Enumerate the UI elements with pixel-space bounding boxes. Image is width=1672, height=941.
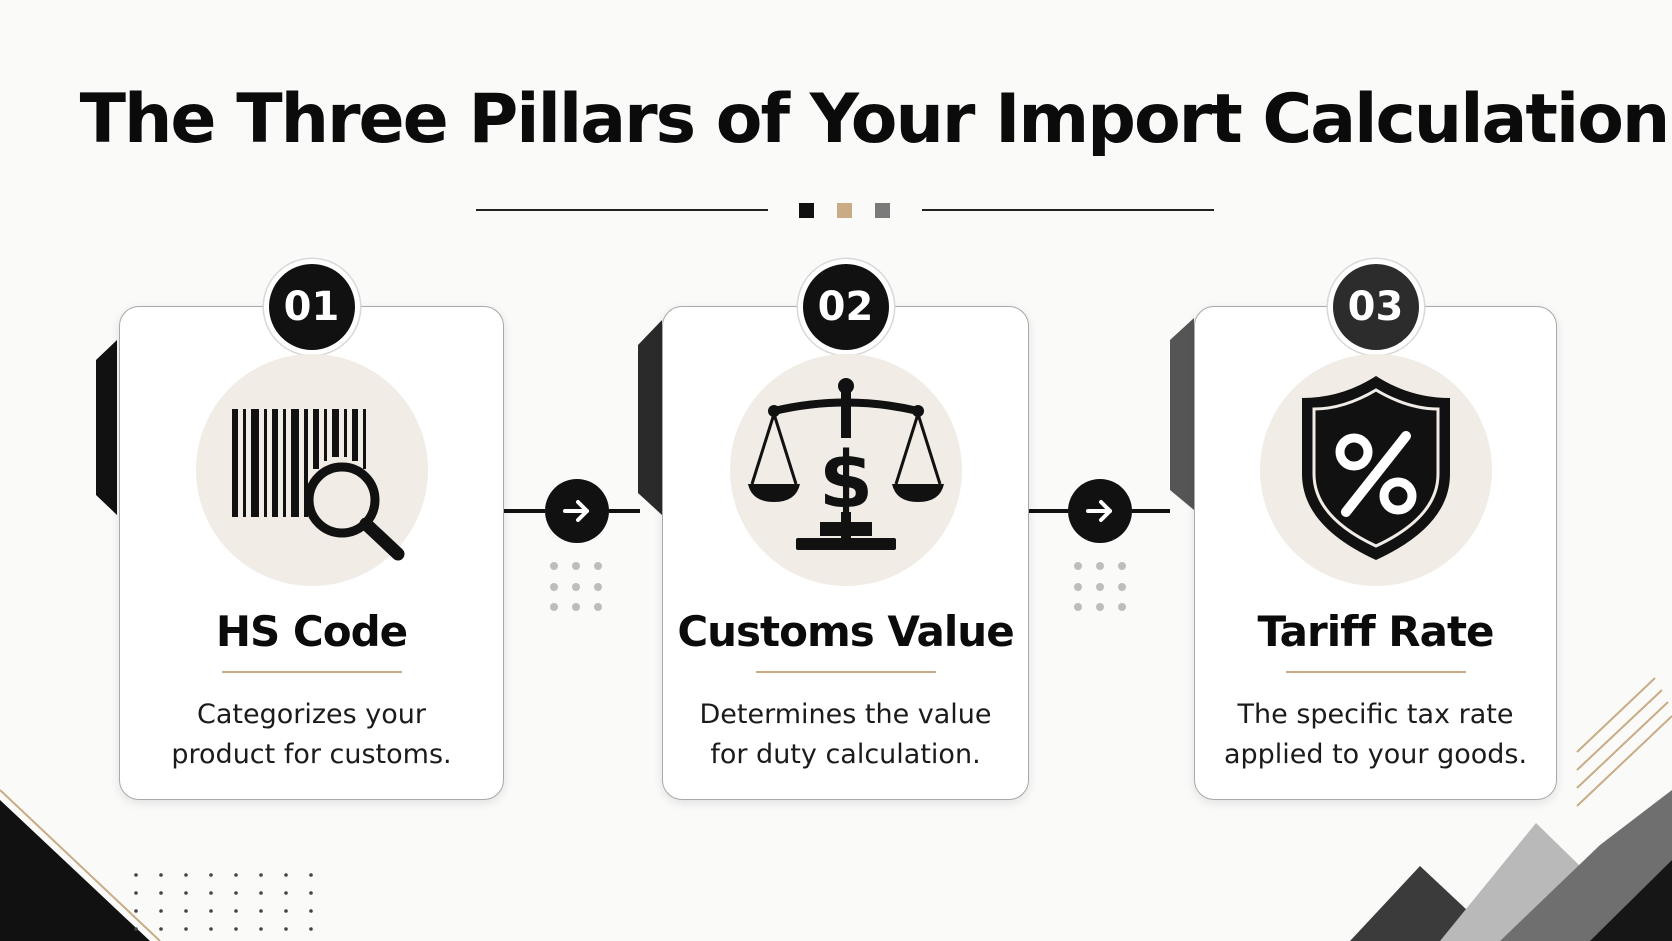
scales-dollar-icon: $ [747, 378, 944, 550]
description-line-1: Categorizes your [197, 699, 426, 730]
description-line-2: applied to your goods. [1223, 739, 1528, 770]
description-line-1: Determines the value [699, 699, 992, 730]
corner-line-left [0, 789, 161, 941]
icon-backdrop: $ [729, 354, 962, 586]
icon-backdrop [195, 354, 428, 586]
arrow-right-icon [1086, 500, 1112, 522]
corner-shape-light [1440, 823, 1580, 941]
header-square-black [799, 203, 814, 218]
step-badge-02: 02 [797, 259, 894, 355]
card-side-tab-1 [96, 340, 117, 515]
card-side-tab-2 [638, 320, 662, 515]
heading-underline [755, 671, 936, 673]
pillar-card-hs-code: 01 [119, 259, 504, 800]
page-title: The Three Pillars of Your Import Calcula… [79, 80, 1671, 159]
dot-grid-bottom-left [134, 873, 313, 931]
pillar-description: The specific tax rate applied to your go… [1215, 695, 1536, 775]
connector-dots-1 [550, 562, 602, 611]
connector-arrow-2 [1068, 479, 1132, 543]
description-line-1: The specific tax rate [1237, 699, 1514, 730]
pillar-heading: HS Code [215, 607, 408, 656]
icon-backdrop [1259, 354, 1492, 586]
step-badge-01: 01 [263, 259, 360, 355]
corner-shape-black [1590, 860, 1672, 941]
heading-underline [1285, 671, 1466, 673]
heading-underline [221, 671, 402, 673]
shield-percent-icon [1301, 376, 1450, 560]
pillar-card-customs-value: 02 $ Customs Value Det [662, 259, 1029, 800]
svg-text:$: $ [818, 436, 872, 526]
step-badge-03: 03 [1327, 259, 1424, 355]
connector-arrow-1 [545, 479, 609, 543]
pillar-description: Determines the value for duty calculatio… [683, 695, 1008, 775]
header-square-grey [875, 203, 890, 218]
pillar-card-tariff-rate: 03 Tariff Rate The specific tax rate app… [1194, 259, 1557, 800]
description-line-2: for duty calculation. [710, 739, 981, 770]
corner-lines-right [1576, 677, 1672, 807]
connector-dots-2 [1074, 562, 1126, 611]
description-line-2: product for customs. [171, 739, 452, 770]
header-square-tan [837, 203, 852, 218]
card-side-tab-3 [1170, 318, 1194, 510]
pillar-description: Categorizes your product for customs. [140, 695, 483, 775]
pillar-heading: Tariff Rate [1257, 607, 1494, 656]
barcode-magnifier-icon [231, 409, 404, 561]
corner-triangle-left [0, 800, 150, 941]
arrow-right-icon [563, 500, 589, 522]
pillar-heading: Customs Value [677, 607, 1014, 656]
